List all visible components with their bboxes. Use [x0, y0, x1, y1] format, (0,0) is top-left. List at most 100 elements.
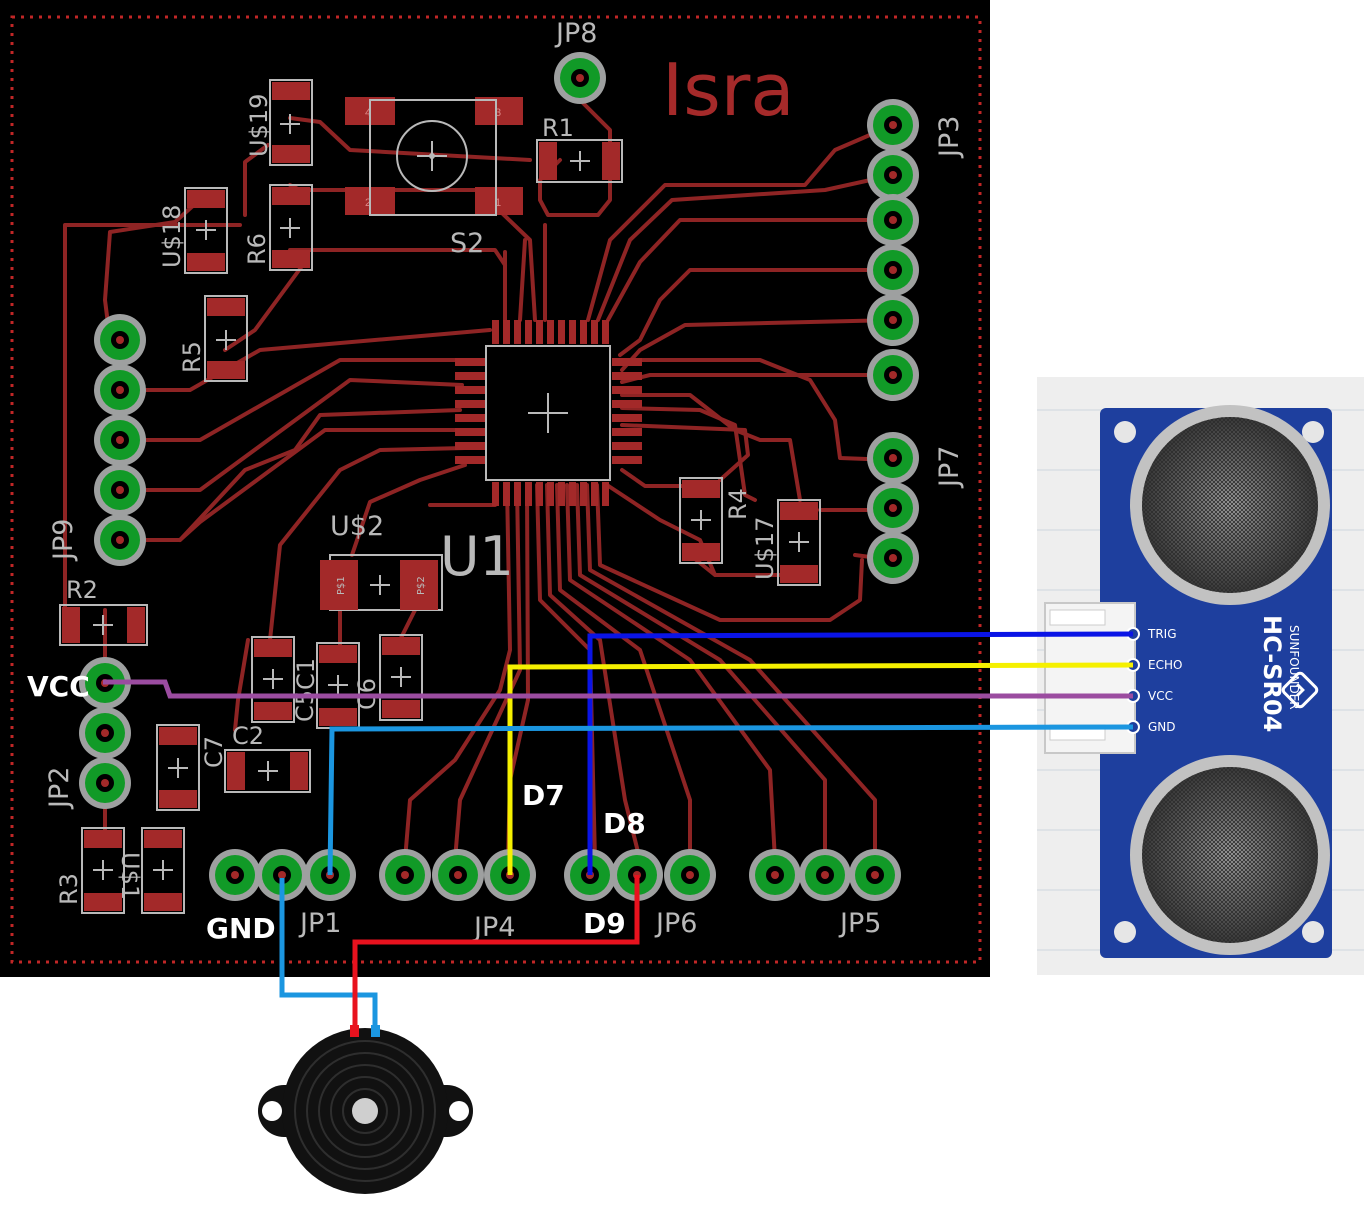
jp6-pin	[664, 849, 716, 901]
wire-gnd-sensor	[327, 724, 1134, 876]
wire-buzzer-gnd	[279, 878, 378, 1028]
chip-pad	[455, 428, 485, 436]
chip-pad	[612, 386, 642, 394]
chip-pad	[580, 482, 587, 506]
jp8-pin	[554, 52, 606, 104]
label-jp5: JP5	[838, 908, 881, 939]
chip-pad	[455, 414, 485, 422]
ultrasonic-sensor-icon: TRIG ECHO VCC GND HC-SR04 SUNFOUNDER	[1037, 377, 1364, 975]
chip-pad	[492, 482, 499, 506]
label-us19: U$19	[245, 94, 273, 157]
jp3-pin	[867, 244, 919, 296]
sensor-pin-trig: TRIG	[1147, 627, 1177, 641]
jp3-pin	[867, 294, 919, 346]
label-us17: U$17	[751, 517, 779, 580]
svg-text:2: 2	[365, 197, 371, 209]
label-jp9: JP9	[48, 519, 79, 562]
label-us18: U$18	[158, 205, 186, 268]
board-title: Isra	[662, 48, 794, 132]
sensor-brand: SUNFOUNDER	[1287, 625, 1301, 710]
chip-pad	[612, 372, 642, 380]
chip-pad	[612, 414, 642, 422]
microcontroller-chip	[455, 320, 642, 506]
label-r4: R4	[724, 488, 752, 520]
label-r3: R3	[55, 873, 83, 905]
jp3-pin	[867, 99, 919, 151]
sensor-pin-echo: ECHO	[1148, 658, 1182, 672]
jp7-pin	[867, 482, 919, 534]
label-jp6: JP6	[654, 908, 697, 939]
jp9-pin	[94, 414, 146, 466]
label-jp7: JP7	[934, 446, 965, 489]
label-us1-mirrored: U$1	[116, 852, 144, 900]
sensor-pin-gnd: GND	[1148, 720, 1176, 734]
jp7-pin	[867, 432, 919, 484]
label-jp2: JP2	[44, 767, 75, 810]
chip-pad	[591, 320, 598, 344]
jp4-pin	[432, 849, 484, 901]
jp1-pin	[256, 849, 308, 901]
label-r6: R6	[243, 233, 271, 265]
chip-pad	[547, 320, 554, 344]
connection-wires	[103, 631, 1134, 1028]
chip-pad	[455, 358, 485, 366]
chip-pad	[569, 320, 576, 344]
jp2-pin	[79, 707, 131, 759]
chip-pad	[514, 320, 521, 344]
chip-pad	[612, 358, 642, 366]
label-jp8: JP8	[554, 18, 597, 49]
svg-text:1: 1	[495, 197, 501, 209]
label-c7: C7	[200, 736, 228, 768]
chip-pad	[492, 320, 499, 344]
chip-pad	[612, 428, 642, 436]
jp3-pin	[867, 149, 919, 201]
label-jp1: JP1	[298, 908, 341, 939]
chip-pad	[612, 456, 642, 464]
label-c2: C2	[232, 722, 264, 750]
jp3-pin	[867, 349, 919, 401]
wire-vcc	[103, 679, 1133, 699]
label-c1: C1	[292, 658, 320, 690]
label-jp3: JP3	[934, 116, 965, 159]
chip-pad	[591, 482, 598, 506]
svg-text:3: 3	[495, 107, 501, 119]
chip-pad	[455, 456, 485, 464]
chip-pad	[455, 442, 485, 450]
chip-pad	[558, 320, 565, 344]
chip-outline	[485, 345, 611, 481]
jp5-pin	[849, 849, 901, 901]
net-label-d8: D8	[603, 807, 646, 840]
wire-echo-d7	[507, 662, 1134, 875]
chip-pad	[455, 372, 485, 380]
jp2-pin	[79, 757, 131, 809]
chip-pad	[525, 320, 532, 344]
jp4-pin	[484, 849, 536, 901]
buzzer-icon	[258, 1025, 473, 1194]
chip-pad	[612, 400, 642, 408]
chip-pad	[536, 482, 543, 506]
label-us2: U$2	[330, 511, 384, 542]
chip-pad	[455, 386, 485, 394]
label-ps1: P$1	[336, 576, 347, 595]
chip-pad	[514, 482, 521, 506]
jp7-pin	[867, 532, 919, 584]
chip-pad	[569, 482, 576, 506]
chip-label: U1	[440, 525, 514, 588]
label-ps2: P$2	[416, 576, 427, 595]
chip-pad	[558, 482, 565, 506]
net-label-gnd: GND	[206, 912, 276, 945]
label-jp4: JP4	[472, 912, 515, 943]
jp5-pin	[799, 849, 851, 901]
label-s2: S2	[450, 228, 484, 259]
label-r1: R1	[542, 114, 574, 142]
net-label-d9: D9	[583, 907, 626, 940]
wire-buzzer-d9	[352, 875, 640, 1028]
sensor-logo-icon	[1281, 671, 1319, 709]
chip-pad	[455, 400, 485, 408]
net-label-vcc: VCC	[27, 670, 90, 703]
net-label-d7: D7	[522, 779, 565, 812]
pcb-board: 4 3 2 1	[0, 0, 990, 977]
sensor-pin-vcc: VCC	[1148, 689, 1173, 703]
chip-pad	[536, 320, 543, 344]
jp5-pin	[749, 849, 801, 901]
